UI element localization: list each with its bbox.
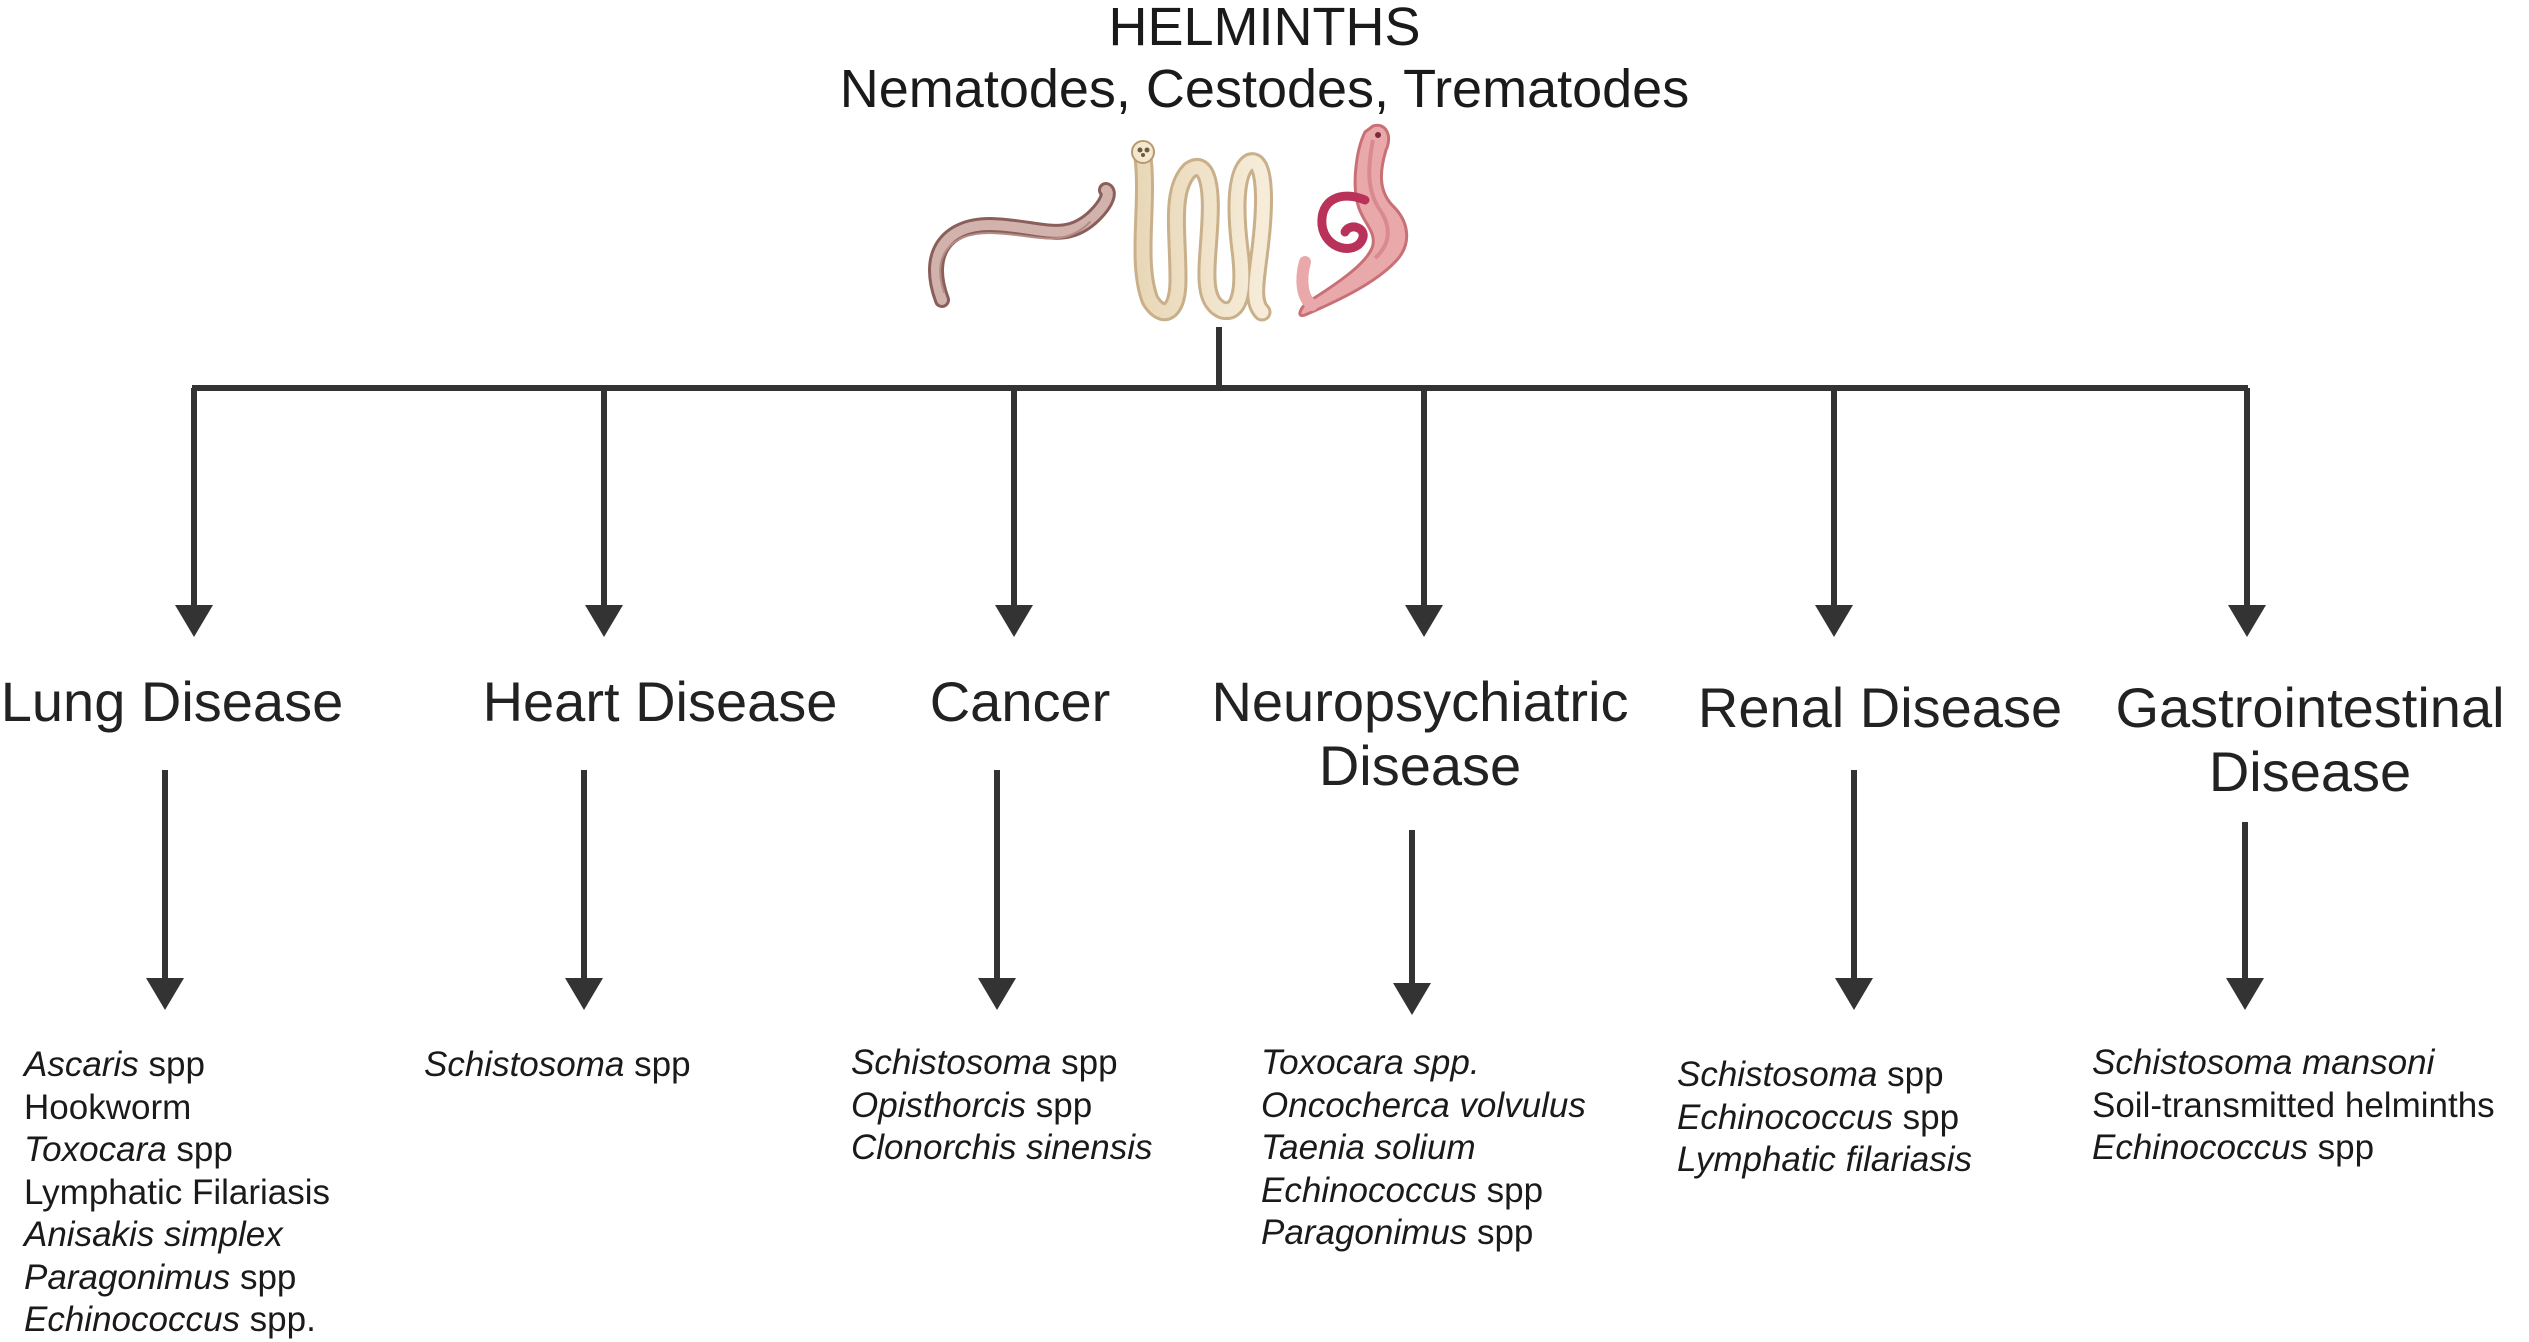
fluke-icon (1296, 123, 1409, 318)
arrow-from-renal-head (1835, 978, 1873, 1010)
species-item: Anisakis simplex (24, 1215, 283, 1254)
species-item: Taenia solium (1261, 1128, 1476, 1167)
arrow-from-gi-head (2226, 978, 2264, 1010)
category-label-line: Heart Disease (482, 670, 838, 733)
species-item: Lymphatic Filariasis (24, 1172, 331, 1212)
category-label-line: Gastrointestinal (2115, 676, 2505, 739)
species-item: Oncocherca volvulus (1261, 1085, 1586, 1125)
species-item: Schistosoma spp (424, 1045, 691, 1084)
species-arrows (146, 770, 2264, 1015)
species-item: Clonorchis sinensis (851, 1128, 1153, 1167)
arrow-from-cancer-head (978, 978, 1016, 1010)
arrow-to-renal-head (1815, 605, 1853, 637)
species-item: Ascaris spp (24, 1045, 205, 1084)
category-label-line: Neuropsychiatric (1211, 670, 1629, 733)
arrow-from-lung (146, 770, 184, 1010)
species-list-lung: Ascaris spp Hookworm Toxocara spp Lympha… (24, 1044, 330, 1342)
arrow-to-neuro-head (1405, 605, 1443, 637)
arrow-from-gi (2226, 822, 2264, 1010)
arrow-from-renal (1835, 770, 1873, 1010)
arrow-to-gi-head (2228, 605, 2266, 637)
species-item: Soil-transmitted helminths (2092, 1085, 2495, 1125)
species-item: Schistosoma spp (1677, 1055, 1944, 1094)
category-gastrointestinal-disease: Gastrointestinal Disease (2095, 676, 2525, 804)
arrow-to-neuro (1405, 388, 1443, 637)
species-item: Hookworm (24, 1087, 192, 1127)
species-item: Paragonimus spp (1261, 1213, 1534, 1252)
category-lung-disease: Lung Disease (0, 670, 352, 734)
arrow-from-heart (565, 770, 603, 1010)
arrow-from-neuro (1393, 830, 1431, 1015)
species-item: Echinococcus spp (2092, 1128, 2375, 1167)
species-item: Schistosoma spp (851, 1043, 1118, 1082)
arrow-from-lung-head (146, 978, 184, 1010)
arrow-to-heart-head (585, 605, 623, 637)
category-renal-disease: Renal Disease (1680, 676, 2080, 740)
category-label-line: Cancer (929, 670, 1111, 733)
species-item: Opisthorcis spp (851, 1085, 1093, 1125)
category-heart-disease: Heart Disease (460, 670, 860, 734)
arrow-from-cancer (978, 770, 1016, 1010)
category-label-line: Lung Disease (0, 670, 344, 733)
arrow-from-neuro-head (1393, 983, 1431, 1015)
page-title: HELMINTHS (1108, 0, 1421, 57)
arrow-to-renal (1815, 388, 1853, 637)
arrow-to-cancer-head (995, 605, 1033, 637)
arrow-to-cancer (995, 388, 1033, 637)
species-list-cancer: Schistosoma spp Opisthorcis spp Clonorch… (851, 1042, 1153, 1170)
category-cancer: Cancer (880, 670, 1160, 734)
category-label-line: Disease (1318, 734, 1522, 797)
tapeworm-icon (1131, 140, 1273, 322)
species-list-neuro: Toxocara spp. Oncocherca volvulus Taenia… (1261, 1042, 1586, 1255)
arrow-from-heart-head (565, 978, 603, 1010)
arrow-to-gi (2228, 388, 2266, 637)
species-item: Toxocara spp (24, 1130, 233, 1169)
roundworm-icon (928, 182, 1116, 308)
species-item: Echinococcus spp. (24, 1300, 316, 1339)
category-arrows (175, 388, 2266, 637)
species-item: Paragonimus spp (24, 1257, 297, 1297)
species-item: Lymphatic filariasis (1677, 1140, 1973, 1179)
category-label-line: Renal Disease (1697, 676, 2063, 739)
species-list-renal: Schistosoma spp Echinococcus spp Lymphat… (1677, 1054, 1972, 1182)
arrow-to-heart (585, 388, 623, 637)
category-label-line: Disease (2208, 740, 2412, 803)
category-neuropsychiatric-disease: Neuropsychiatric Disease (1180, 670, 1660, 798)
species-list-gi: Schistosoma mansoni Soil-transmitted hel… (2092, 1042, 2495, 1170)
species-item: Toxocara spp. (1261, 1043, 1480, 1082)
species-list-heart: Schistosoma spp (424, 1044, 691, 1087)
arrow-to-lung-head (175, 605, 213, 637)
arrow-to-lung (175, 388, 213, 637)
species-item: Echinococcus spp (1677, 1097, 1960, 1137)
species-item: Schistosoma mansoni (2092, 1043, 2435, 1082)
page-subtitle: Nematodes, Cestodes, Trematodes (839, 59, 1690, 119)
species-item: Echinococcus spp (1261, 1170, 1544, 1210)
